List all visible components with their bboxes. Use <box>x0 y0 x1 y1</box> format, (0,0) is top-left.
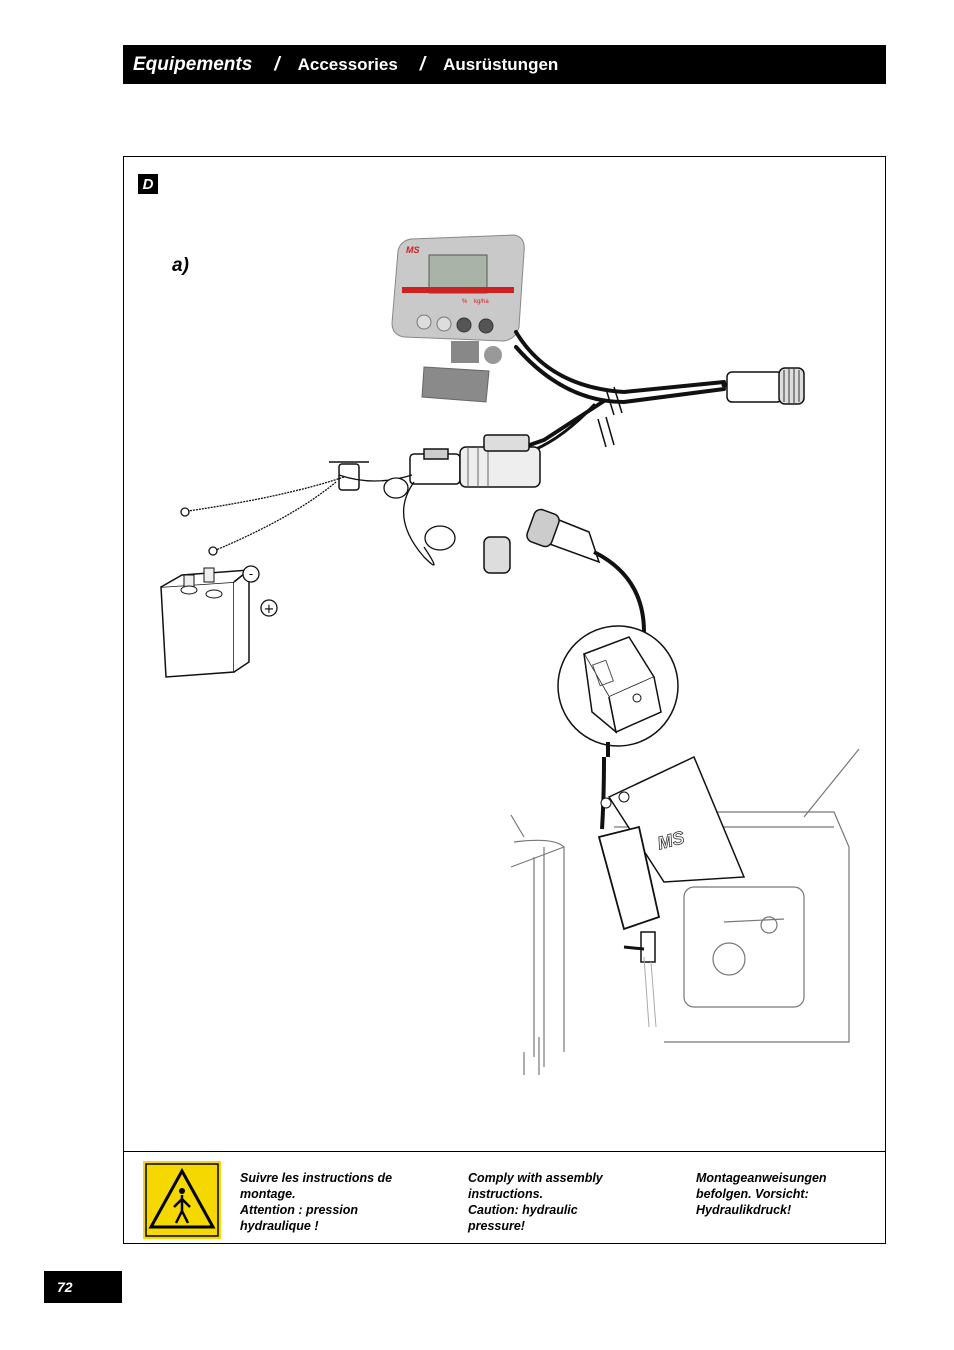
header-separator: / <box>419 53 426 75</box>
monitor-logo: MS <box>406 245 420 255</box>
monitor-unit: MS % kg/ha <box>391 234 525 403</box>
warning-text-fr: Suivre les instructions de montage. Atte… <box>240 1171 393 1233</box>
page-header: Equipements / Accessories / Ausrüstungen <box>123 45 886 84</box>
monitor-cables <box>514 330 737 452</box>
battery <box>160 567 252 678</box>
cable-break-marks <box>597 386 623 448</box>
monitor-unit-kgha: kg/ha <box>474 299 489 305</box>
page-number: 72 <box>44 1271 122 1303</box>
footer-divider <box>124 1151 885 1152</box>
mounting-bracket: MS <box>597 755 746 1028</box>
header-title-de: Ausrüstungen <box>443 54 559 74</box>
header-title-fr: Equipements <box>133 53 253 75</box>
warning-triangle-icon <box>145 1163 219 1237</box>
section-badge: D <box>138 174 158 194</box>
hydraulic-pressure-warning-icon <box>143 1161 221 1239</box>
battery-terminals: - + <box>242 565 278 617</box>
battery-wires <box>180 474 456 566</box>
diagram-frame: D a) MS % kg/ha <box>123 156 886 1244</box>
installation-illustration: MS % kg/ha <box>160 234 860 1075</box>
sensor-socket <box>483 508 646 633</box>
monitor-unit-percent: % <box>462 299 468 305</box>
warning-text-de: Montageanweisungen befolgen. Vorsicht: H… <box>696 1171 827 1217</box>
power-plug-assembly <box>329 434 541 491</box>
junction-box-detail <box>557 625 679 830</box>
warning-text-en: Comply with assembly instructions. Cauti… <box>468 1171 603 1233</box>
battery-negative-label: - <box>249 567 253 581</box>
header-title-en: Accessories <box>297 54 398 74</box>
battery-positive-label: + <box>264 602 275 617</box>
header-separator: / <box>274 53 280 75</box>
sensor-cable-connector <box>726 367 805 405</box>
section-sublabel: a) <box>172 255 189 276</box>
